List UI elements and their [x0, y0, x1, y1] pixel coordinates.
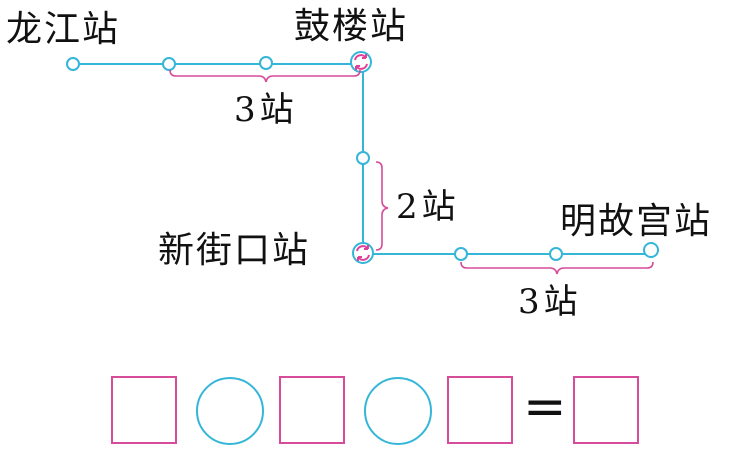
transfer-icon-xinjiekou	[352, 242, 374, 264]
station-node-longjiang	[66, 57, 80, 71]
station-node	[162, 57, 176, 71]
answer-box-1[interactable]	[111, 376, 177, 444]
answer-box-3[interactable]	[447, 376, 513, 444]
station-node	[259, 56, 273, 70]
segment-count-bottom: 3站	[518, 282, 582, 322]
station-node	[356, 151, 370, 165]
transfer-icon-gulou	[350, 51, 372, 73]
brace-bottom	[460, 261, 654, 275]
station-label-xinjiekou: 新街口站	[158, 230, 311, 271]
brace-middle	[375, 161, 389, 251]
station-node	[549, 247, 563, 261]
station-label-longjiang: 龙江站	[6, 9, 121, 50]
answer-box-2[interactable]	[279, 376, 345, 444]
brace-top	[169, 69, 361, 83]
segment-count-middle: 2站	[396, 187, 460, 227]
segment-count-top: 3站	[234, 90, 298, 130]
station-node-minggugong	[643, 242, 659, 258]
answer-box-result[interactable]	[573, 376, 639, 444]
operator-circle-1[interactable]	[196, 377, 264, 445]
station-label-gulou: 鼓楼站	[294, 6, 409, 47]
operator-circle-2[interactable]	[364, 377, 432, 445]
equals-sign: =	[523, 377, 567, 437]
station-node	[454, 247, 468, 261]
station-label-minggugong: 明故宫站	[560, 201, 713, 242]
